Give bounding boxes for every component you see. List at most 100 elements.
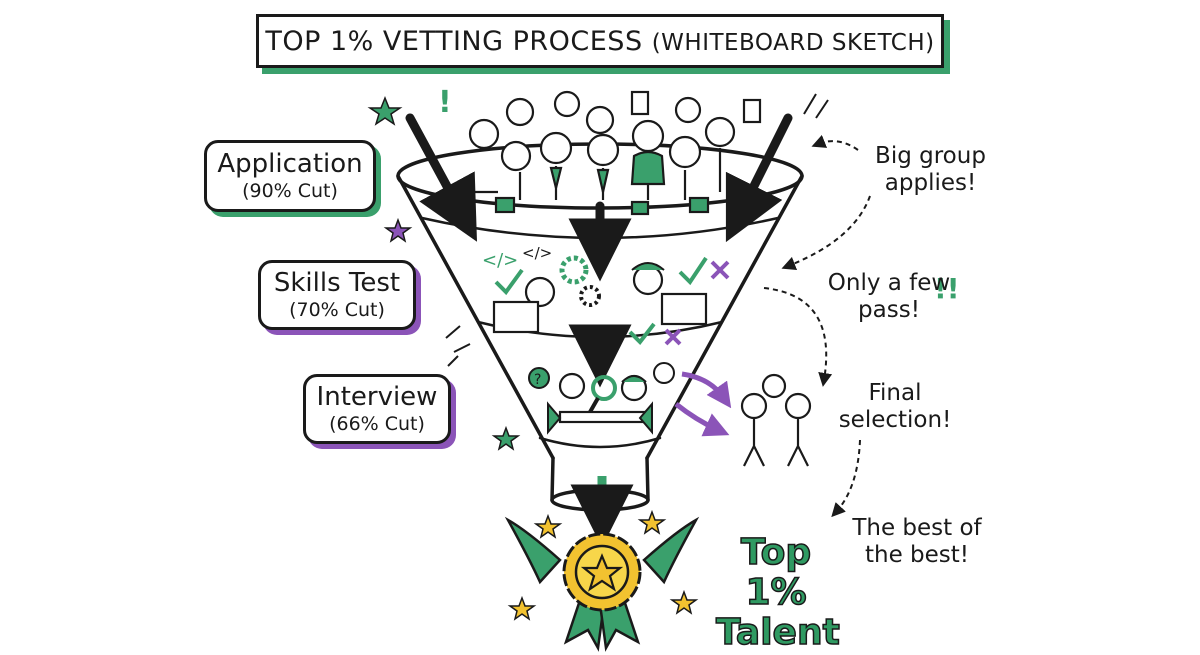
arrow-left: [405, 113, 478, 242]
check-icon: [678, 256, 708, 286]
title-main: TOP 1% VETTING PROCESS: [265, 25, 643, 57]
talent-label: Top 1% Talent: [715, 532, 840, 654]
applicant-head: [500, 140, 532, 172]
rejected-candidates: [674, 371, 812, 467]
code-icon: </>: [522, 244, 552, 262]
rejected-head: [740, 392, 768, 420]
applicant-green-shirt: [630, 150, 666, 186]
code-icon: </>: [482, 250, 518, 271]
stage-cut: (66% Cut): [329, 413, 425, 435]
funnel-ring-3: [538, 436, 662, 449]
check-icon: [628, 322, 656, 346]
stage-bubble-application: Application (90% Cut): [204, 140, 376, 212]
star-icon: [507, 595, 537, 621]
cross-icon: [710, 260, 730, 280]
dashed-arrow: [763, 287, 833, 387]
motion-lines: [445, 325, 471, 367]
candidate-hair: [631, 262, 665, 271]
applicant-head: [539, 131, 573, 165]
stage-bubble-interview: Interview (66% Cut): [303, 374, 451, 444]
briefcase-icon: [494, 196, 516, 214]
stage-label: Application: [217, 149, 363, 179]
applicant-head: [586, 133, 620, 167]
magnifier-handle: [588, 397, 600, 413]
right-wing: [642, 516, 700, 585]
interview-scene: ?: [528, 362, 675, 435]
check-icon: [494, 268, 524, 296]
interview-chairs: [547, 401, 653, 435]
talent-badge: [504, 516, 700, 652]
double-exclamation-mark: !!: [934, 272, 960, 305]
rejected-head: [784, 392, 812, 420]
reject-arrow: [681, 371, 732, 409]
decorative-stars: [367, 95, 699, 621]
title-sub: (WHITEBOARD SKETCH): [651, 29, 935, 56]
resume-icon: [630, 90, 650, 116]
star-icon: [580, 553, 624, 592]
funnel-spout: [550, 456, 650, 502]
interviewer-head: [558, 372, 586, 400]
interview-table: [558, 410, 648, 424]
candidate-head: [524, 276, 556, 308]
resume-icon: [742, 98, 762, 124]
stage-label: Skills Test: [273, 268, 401, 298]
applicant-head: [468, 118, 500, 150]
briefcase-icon: [630, 200, 650, 216]
applicant-tie: [596, 168, 610, 193]
laptop-icon: [660, 292, 708, 326]
stage-label: Interview: [316, 382, 438, 412]
candidate-head: [632, 264, 664, 296]
applicant-head: [553, 90, 581, 118]
applicant-head: [704, 116, 736, 148]
skills-test-scene: </> </>: [482, 244, 730, 346]
cross-icon: [664, 328, 682, 346]
title-banner: TOP 1% VETTING PROCESS (WHITEBOARD SKETC…: [256, 14, 944, 68]
laptop-icon: [492, 300, 540, 334]
talent-line-1: Top 1%: [740, 532, 812, 614]
note-best-of-best: The best of the best!: [852, 515, 982, 568]
stage-cut: (70% Cut): [289, 299, 385, 321]
star-icon: [637, 509, 667, 535]
annotation-arrows: [763, 134, 871, 518]
rejected-head: [761, 373, 787, 399]
applicant-crowd: [468, 90, 762, 216]
candidate-hair: [621, 375, 647, 383]
stage-bubble-skills-test: Skills Test (70% Cut): [258, 260, 416, 330]
dashed-arrow: [811, 134, 859, 151]
stage-cut: (90% Cut): [242, 180, 338, 202]
dashed-arrow: [781, 195, 871, 270]
note-few-pass: Only a few pass!: [827, 270, 951, 323]
applicant-tie: [549, 166, 563, 189]
question-bubble-icon: [653, 362, 675, 384]
applicant-head: [505, 97, 535, 127]
page-title: TOP 1% VETTING PROCESS (WHITEBOARD SKETC…: [265, 26, 934, 57]
exclamation-mark: !: [438, 85, 452, 120]
talent-line-2: Talent: [715, 612, 840, 654]
entry-arrows: [405, 113, 793, 388]
applicant-head: [631, 119, 665, 153]
applicant-head: [668, 135, 702, 169]
gear-icon: [579, 285, 601, 307]
star-icon: [533, 513, 563, 539]
star-icon: [669, 589, 699, 615]
note-big-group: Big group applies!: [875, 143, 986, 196]
briefcase-icon: [688, 196, 710, 214]
dashed-arrow: [831, 439, 861, 518]
motion-lines: [803, 93, 829, 119]
left-wing: [504, 516, 562, 585]
star-icon: [491, 425, 521, 451]
star-icon: [383, 217, 413, 243]
arrow-right: [725, 113, 793, 243]
question-bubble-icon: [528, 367, 550, 389]
note-final-selection: Final selection!: [838, 380, 952, 433]
applicant-head: [585, 105, 615, 135]
gear-icon: [559, 255, 589, 285]
magnifier-icon: [591, 375, 617, 401]
applicant-head: [674, 96, 702, 124]
rejected-bodies: [743, 418, 809, 467]
question-mark: ?: [534, 372, 541, 388]
star-icon: [367, 95, 403, 126]
reject-arrow: [674, 402, 730, 437]
